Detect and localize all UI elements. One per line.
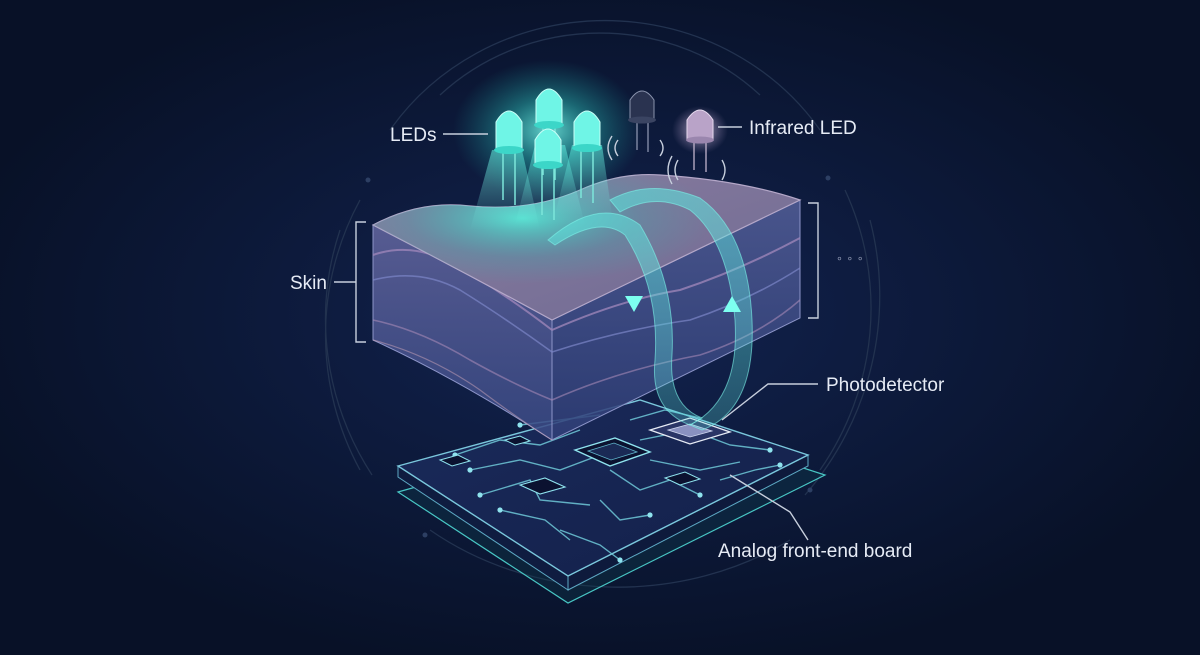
component-chip	[663, 471, 702, 486]
leds-label: LEDs	[390, 125, 436, 146]
infrared-led	[667, 106, 728, 185]
orbit-rings	[324, 19, 881, 588]
board-label: Analog front-end board	[718, 541, 912, 562]
ellipsis-indicator: ∘ ∘ ∘	[836, 252, 864, 265]
infrared-led-label: Infrared LED	[749, 118, 857, 139]
secondary-chip	[518, 477, 567, 495]
component-chip	[438, 454, 472, 467]
photodetector-label: Photodetector	[826, 375, 945, 396]
dark-led	[607, 90, 664, 161]
green-leds	[453, 60, 643, 220]
arrow-down-icon	[625, 296, 643, 312]
led-4	[533, 128, 563, 220]
led-3	[572, 110, 602, 203]
component-chip	[503, 435, 532, 446]
led-1	[494, 110, 524, 205]
leader-lines	[334, 126, 819, 541]
light-path	[547, 188, 753, 431]
analog-front-end-board	[396, 399, 810, 591]
skin-label: Skin	[290, 273, 327, 294]
arrow-up-icon	[723, 296, 741, 312]
